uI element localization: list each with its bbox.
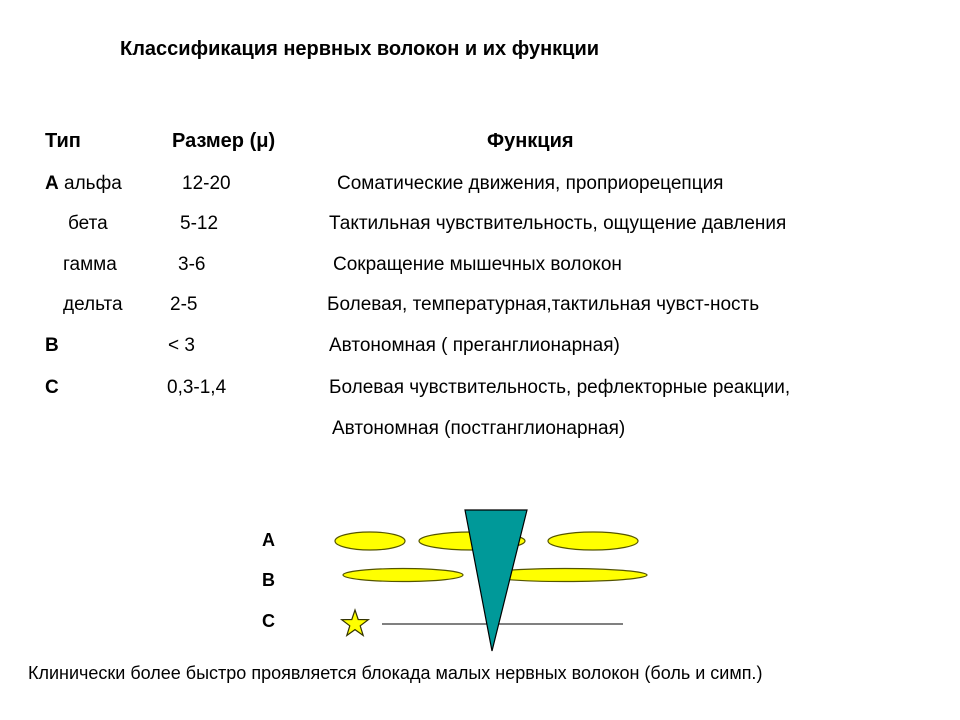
fiber-a-segment	[334, 531, 406, 551]
row-size: 2-5	[170, 294, 198, 315]
row-function: Автономная ( преганглионарная)	[329, 335, 620, 356]
row-size: 12-20	[182, 173, 231, 194]
row-size: 0,3-1,4	[167, 377, 227, 398]
header-function: Функция	[487, 130, 574, 152]
diagram-label-a: A	[262, 530, 275, 550]
row-subtype: дельта	[63, 294, 123, 315]
row-function: Тактильная чувствительность, ощущение да…	[329, 213, 787, 234]
diagram-label-b: B	[262, 570, 275, 590]
diagram-label-c: C	[262, 611, 275, 631]
row-size: 3-6	[178, 254, 206, 275]
star-icon	[339, 608, 371, 638]
table-row: A альфа	[45, 173, 122, 195]
fiber-b-segment	[342, 567, 464, 583]
row-size: 5-12	[180, 213, 219, 234]
row-subtype: бета	[68, 213, 108, 234]
row-function-continued: Автономная (постганглионарная)	[332, 418, 626, 439]
row-subtype: альфа	[64, 173, 122, 194]
header-size: Размер (μ)	[172, 130, 276, 152]
row-function: Болевая, температурная,тактильная чувст-…	[327, 294, 760, 315]
row-function: Болевая чувствительность, рефлекторные р…	[329, 377, 791, 398]
row-group: B	[45, 335, 59, 356]
header-type: Тип	[45, 130, 81, 152]
row-function: Сокращение мышечных волокон	[333, 254, 622, 275]
footer-note: Клинически более быстро проявляется блок…	[28, 663, 763, 683]
row-group: C	[45, 377, 59, 398]
row-function: Соматические движения, проприорецепция	[337, 173, 724, 194]
needle-icon	[464, 509, 528, 652]
row-size: < 3	[168, 335, 195, 356]
row-group: A	[45, 173, 59, 194]
slide-title: Классификация нервных волокон и их функц…	[120, 38, 600, 60]
fiber-a-segment	[547, 531, 639, 551]
row-subtype: гамма	[63, 254, 117, 275]
